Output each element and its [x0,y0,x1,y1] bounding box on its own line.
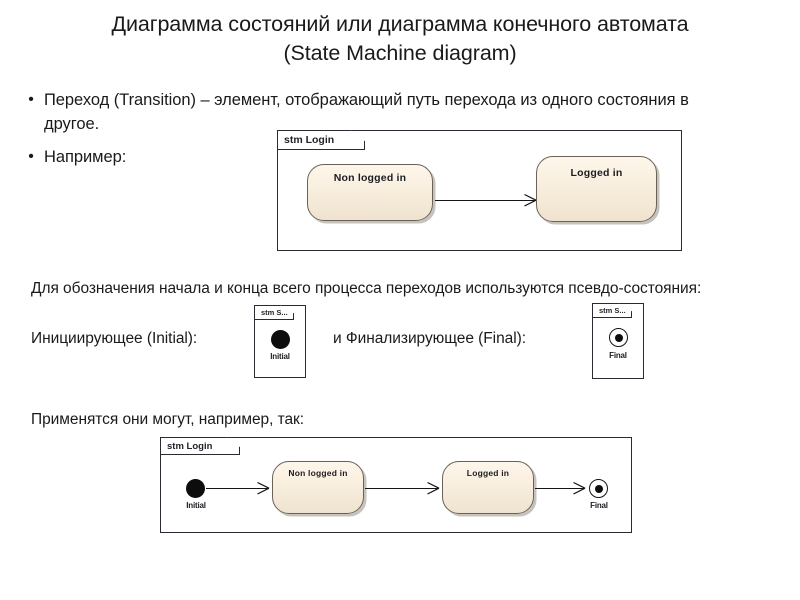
state-label: Non logged in [333,172,407,184]
pseudostate-intro-text: Для обозначения начала и конца всего про… [31,280,702,297]
arrowhead-icon [573,481,586,495]
uml-frame-final-pseudostate: stm S... Final [592,303,644,379]
uml-frame-bottom-login: stm Login Initial Non logged in Logged i… [160,437,632,533]
frame-label-tab: stm S... [592,303,632,318]
final-node-label: Final [590,501,608,510]
transition-line [206,488,268,490]
bullet-text-transition: Переход (Transition) – элемент, отобража… [44,91,689,133]
page-title: Диаграмма состояний или диаграмма конечн… [40,10,760,68]
list-item: • Переход (Transition) – элемент, отобра… [18,88,763,136]
state-node-non-logged-in[interactable]: Non logged in [307,164,433,221]
uml-frame-initial-pseudostate: stm S... Initial [254,305,306,378]
state-label: Logged in [466,468,510,478]
initial-pseudostate-node[interactable] [186,479,205,498]
transition-line [435,200,535,202]
list-item: • Например: [18,145,763,169]
frame-label-text: stm S... [261,308,288,317]
bullet-text-example: Например: [44,148,127,166]
final-node-inner-dot [594,484,603,493]
arrowhead-icon [427,481,440,495]
final-node-inner-dot [614,333,623,342]
transition-line [535,488,584,490]
initial-label-text: Инициирующее (Initial): [31,330,198,347]
bullet-marker: • [28,148,34,165]
state-node-logged-in[interactable]: Logged in [442,461,534,514]
frame-label-tab: stm Login [277,130,365,150]
bullet-list: • Переход (Transition) – элемент, отобра… [18,88,763,178]
frame-label-text: stm S... [599,306,626,315]
frame-label-text: stm Login [284,134,335,146]
state-node-non-logged-in[interactable]: Non logged in [272,461,364,514]
usage-intro-text: Применятся они могут, например, так: [31,411,305,428]
final-pseudostate-node[interactable] [609,328,628,347]
frame-label-tab: stm Login [160,437,240,455]
bullet-marker: • [28,91,34,108]
frame-label-tab: stm S... [254,305,294,320]
final-node-label: Final [609,351,627,360]
state-node-logged-in[interactable]: Logged in [536,156,657,222]
arrowhead-icon [257,481,270,495]
transition-line [365,488,438,490]
arrowhead-icon [524,193,537,207]
final-label-text: и Финализирующее (Final): [333,330,526,347]
state-label: Non logged in [288,468,348,478]
uml-frame-top-login: stm Login Non logged in Logged in [277,130,682,251]
page-title-line-2: (State Machine diagram) [283,41,517,65]
page-title-line-1: Диаграмма состояний или диаграмма конечн… [111,12,689,36]
initial-node-label: Initial [270,352,290,361]
initial-pseudostate-node[interactable] [271,330,290,349]
frame-label-text: stm Login [167,440,213,452]
final-pseudostate-node[interactable] [589,479,608,498]
initial-node-label: Initial [186,501,206,510]
state-label: Logged in [570,167,623,179]
